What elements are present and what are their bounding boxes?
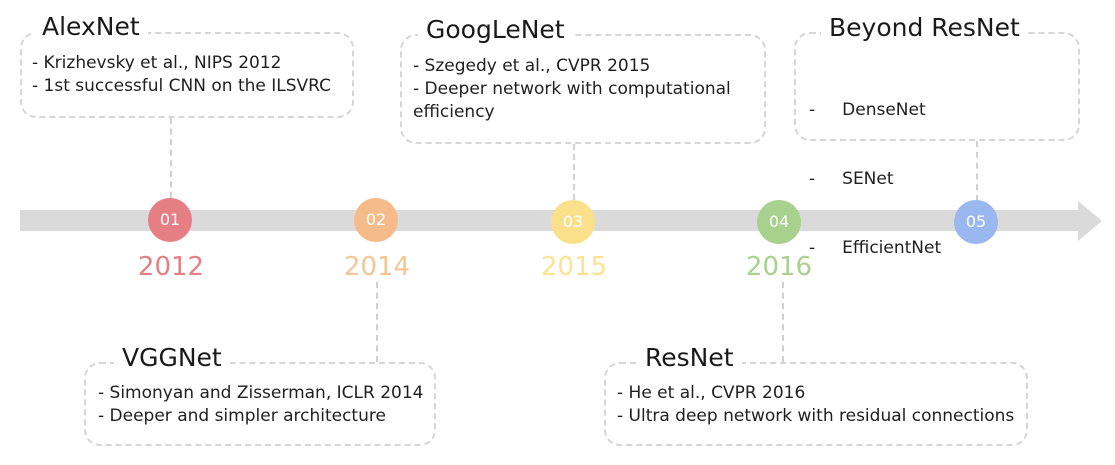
googlenet-details: - Szegedy et al., CVPR 2015 - Deeper net… <box>413 55 731 124</box>
node-04: 04 <box>757 200 801 244</box>
timeline-arrowhead <box>1078 201 1102 241</box>
alexnet-title: AlexNet <box>34 10 148 44</box>
node-03: 03 <box>551 200 595 244</box>
node-02: 02 <box>354 198 398 242</box>
year-2012: 2012 <box>137 252 205 282</box>
beyond-resnet-details: - DenseNet - SENet - EfficientNet <box>809 53 941 283</box>
googlenet-line-1: - Szegedy et al., CVPR 2015 <box>413 56 651 76</box>
googlenet-line-3: efficiency <box>413 102 495 122</box>
resnet-line-2: - Ultra deep network with residual conne… <box>617 406 1015 426</box>
googlenet-card <box>400 34 766 144</box>
vggnet-line-2: - Deeper and simpler architecture <box>98 406 386 426</box>
beyond-resnet-line-1: - DenseNet <box>809 100 926 120</box>
alexnet-line-2: - 1st successful CNN on the ILSVRC <box>32 76 331 96</box>
vggnet-card <box>84 362 436 446</box>
resnet-line-1: - He et al., CVPR 2016 <box>617 383 806 403</box>
year-2014: 2014 <box>343 252 411 282</box>
alexnet-line-1: - Krizhevsky et al., NIPS 2012 <box>32 53 282 73</box>
timeline-axis <box>20 210 1080 231</box>
vggnet-line-1: - Simonyan and Zisserman, ICLR 2014 <box>98 383 424 403</box>
beyond-resnet-line-3: - EfficientNet <box>809 238 942 258</box>
resnet-title: ResNet <box>637 341 742 375</box>
year-2015: 2015 <box>540 252 608 282</box>
resnet-card <box>604 362 1028 446</box>
connector-resnet <box>782 282 784 362</box>
googlenet-line-2: - Deeper network with computational <box>413 79 731 99</box>
alexnet-details: - Krizhevsky et al., NIPS 2012 - 1st suc… <box>32 52 331 98</box>
googlenet-title: GoogLeNet <box>418 13 573 47</box>
connector-beyond-resnet <box>976 141 978 201</box>
year-2016: 2016 <box>745 252 813 282</box>
alexnet-card <box>20 32 354 118</box>
beyond-resnet-line-2: - SENet <box>809 169 894 189</box>
connector-vggnet <box>376 282 378 362</box>
connector-alexnet <box>170 118 172 198</box>
node-05: 05 <box>954 200 998 244</box>
vggnet-details: - Simonyan and Zisserman, ICLR 2014 - De… <box>98 382 423 428</box>
vggnet-title: VGGNet <box>114 341 230 375</box>
connector-googlenet <box>573 144 575 200</box>
resnet-details: - He et al., CVPR 2016 - Ultra deep netw… <box>617 382 1014 428</box>
beyond-resnet-title: Beyond ResNet <box>821 11 1028 45</box>
node-01: 01 <box>148 198 192 242</box>
